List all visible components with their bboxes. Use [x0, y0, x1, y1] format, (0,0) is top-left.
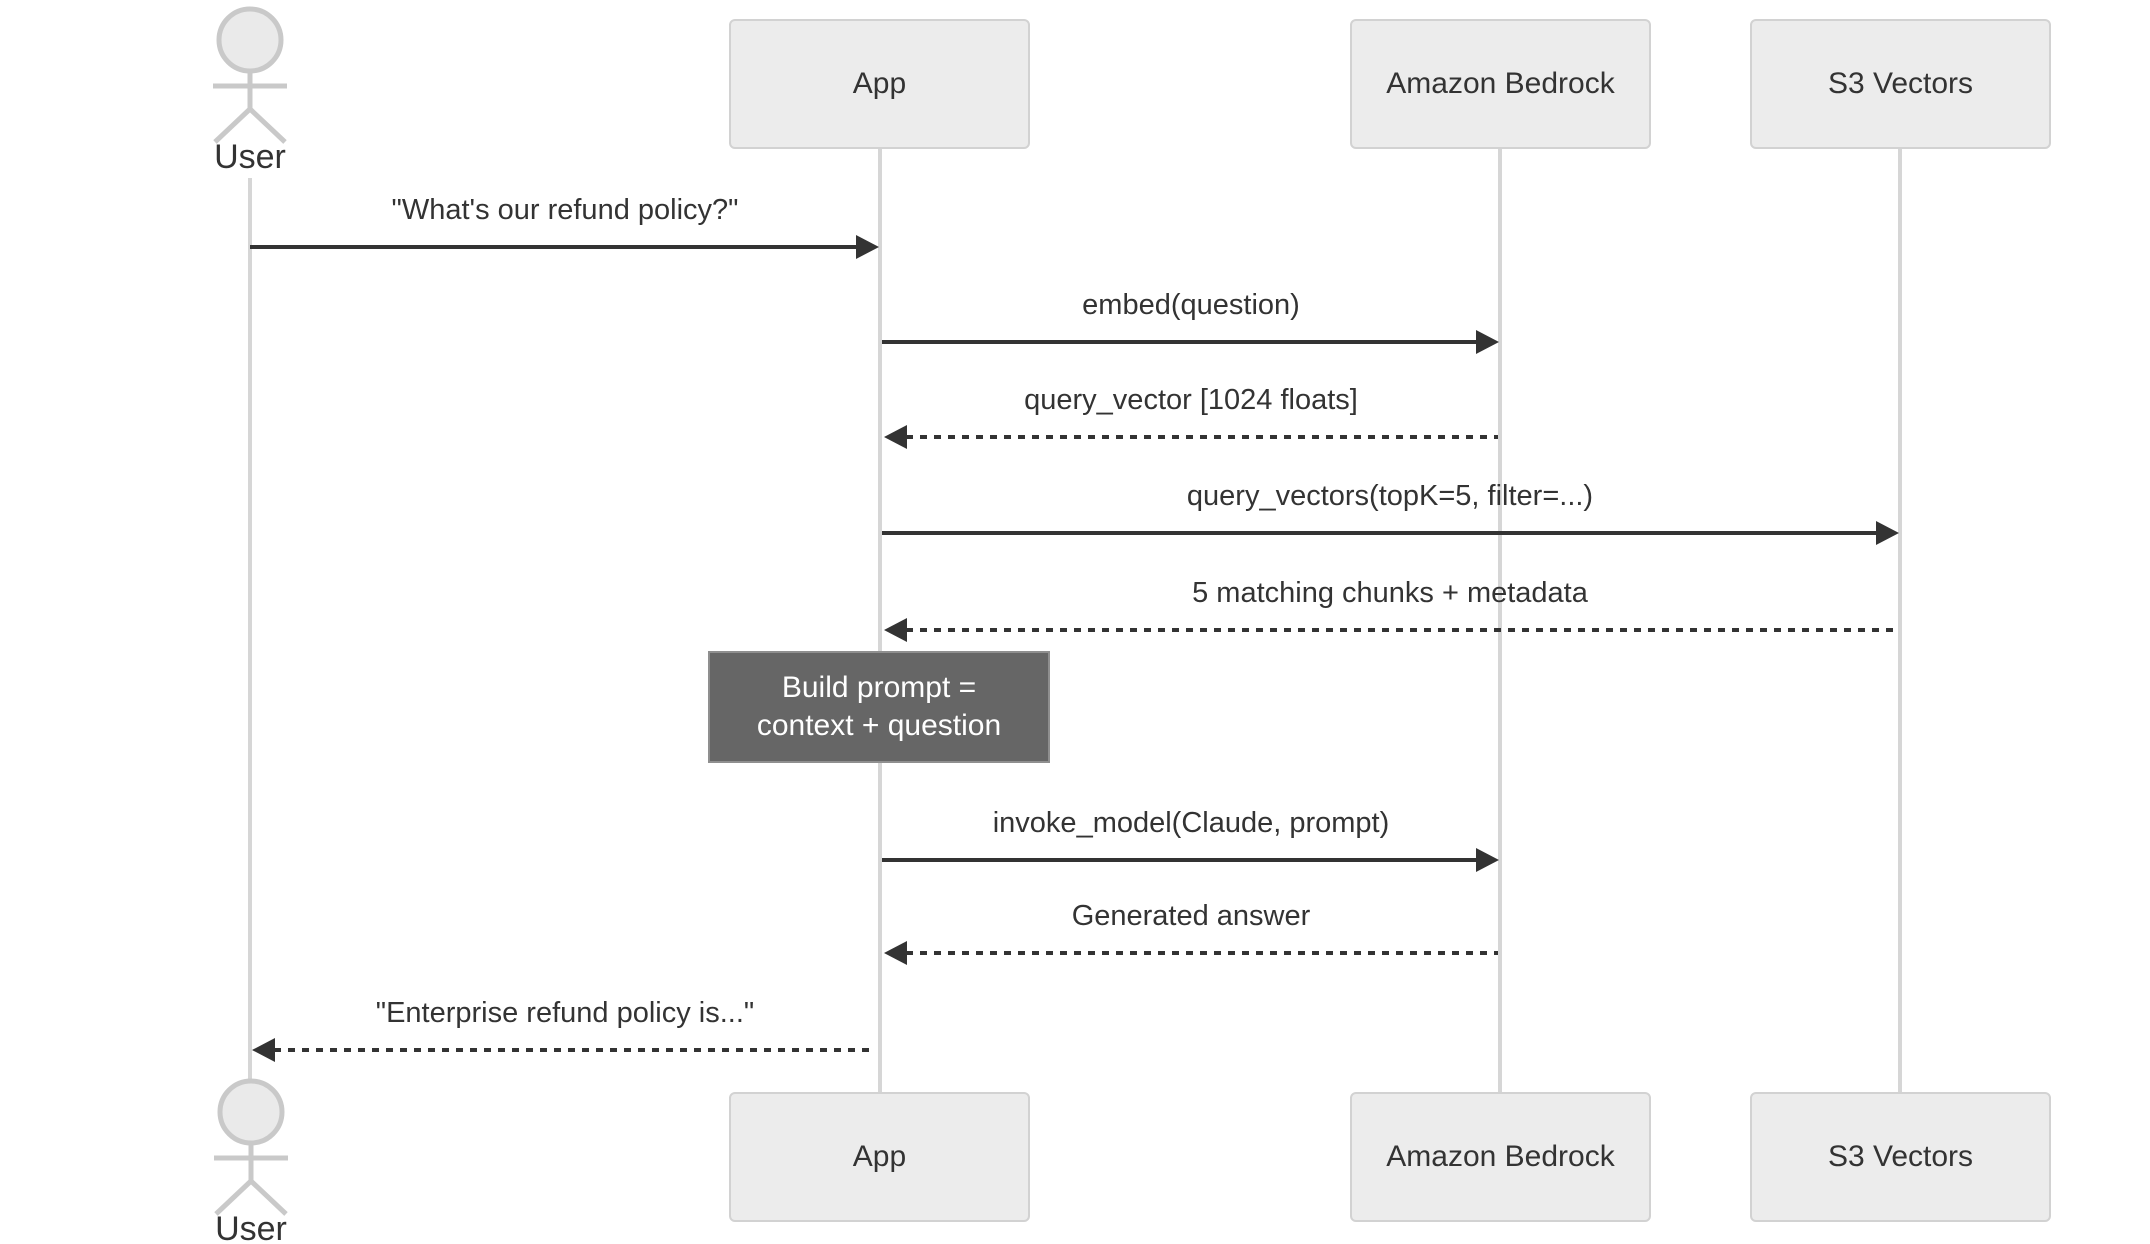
arrowhead-right-icon: [1876, 521, 1899, 545]
arrowhead-left-icon: [884, 425, 907, 449]
message-line-generated-answer: [906, 951, 1498, 955]
actor-label-user-bottom: User: [215, 1210, 287, 1244]
arrowhead-right-icon: [856, 235, 879, 259]
actor-box-app-bottom: App: [729, 1092, 1030, 1222]
actor-box-app-bottom-label: App: [852, 1140, 907, 1173]
arrowhead-right-icon: [1476, 330, 1499, 354]
lifeline-app: [878, 149, 882, 1092]
message-line-query-vectors: [882, 531, 1876, 535]
actor-box-app-top-label: App: [852, 67, 907, 100]
user-actor-icon: [213, 6, 287, 144]
message-label-enterprise-refund: "Enterprise refund policy is...": [375, 997, 755, 1029]
message-label-embed: embed(question): [1082, 289, 1300, 321]
actor-box-s3-bottom: S3 Vectors: [1750, 1092, 2051, 1222]
user-actor-icon: [214, 1078, 288, 1216]
actor-box-s3-top: S3 Vectors: [1750, 19, 2051, 149]
arrowhead-right-icon: [1476, 848, 1499, 872]
actor-box-s3-bottom-label: S3 Vectors: [1827, 1140, 1974, 1173]
lifeline-user: [248, 178, 252, 1080]
actor-box-bedrock-bottom: Amazon Bedrock: [1350, 1092, 1651, 1222]
message-line-query-vector: [906, 435, 1498, 439]
actor-label-user-top: User: [214, 138, 286, 176]
message-label-query-vector: query_vector [1024 floats]: [1024, 384, 1358, 416]
message-label-refund-question: "What's our refund policy?": [391, 194, 739, 226]
message-line-matching-chunks: [906, 628, 1898, 632]
message-label-matching-chunks: 5 matching chunks + metadata: [1192, 577, 1588, 609]
arrowhead-left-icon: [884, 618, 907, 642]
message-line-enterprise-refund: [274, 1048, 872, 1052]
note-line-2: context + question: [756, 709, 1002, 742]
message-line-refund-question: [250, 245, 856, 249]
message-label-generated-answer: Generated answer: [1071, 900, 1311, 932]
actor-box-bedrock-top: Amazon Bedrock: [1350, 19, 1651, 149]
note-build-prompt: Build prompt = context + question: [708, 651, 1050, 763]
actor-box-bedrock-top-label: Amazon Bedrock: [1386, 67, 1615, 100]
note-line-1: Build prompt =: [781, 671, 977, 704]
lifeline-bedrock: [1498, 149, 1502, 1092]
message-label-query-vectors: query_vectors(topK=5, filter=...): [1186, 480, 1594, 512]
arrowhead-left-icon: [252, 1038, 275, 1062]
actor-box-bedrock-bottom-label: Amazon Bedrock: [1386, 1140, 1615, 1173]
message-line-embed: [882, 340, 1476, 344]
actor-box-app-top: App: [729, 19, 1030, 149]
arrowhead-left-icon: [884, 941, 907, 965]
lifeline-s3: [1898, 149, 1902, 1092]
actor-box-s3-top-label: S3 Vectors: [1827, 67, 1974, 100]
message-line-invoke-model: [882, 858, 1476, 862]
message-label-invoke-model: invoke_model(Claude, prompt): [992, 807, 1390, 839]
